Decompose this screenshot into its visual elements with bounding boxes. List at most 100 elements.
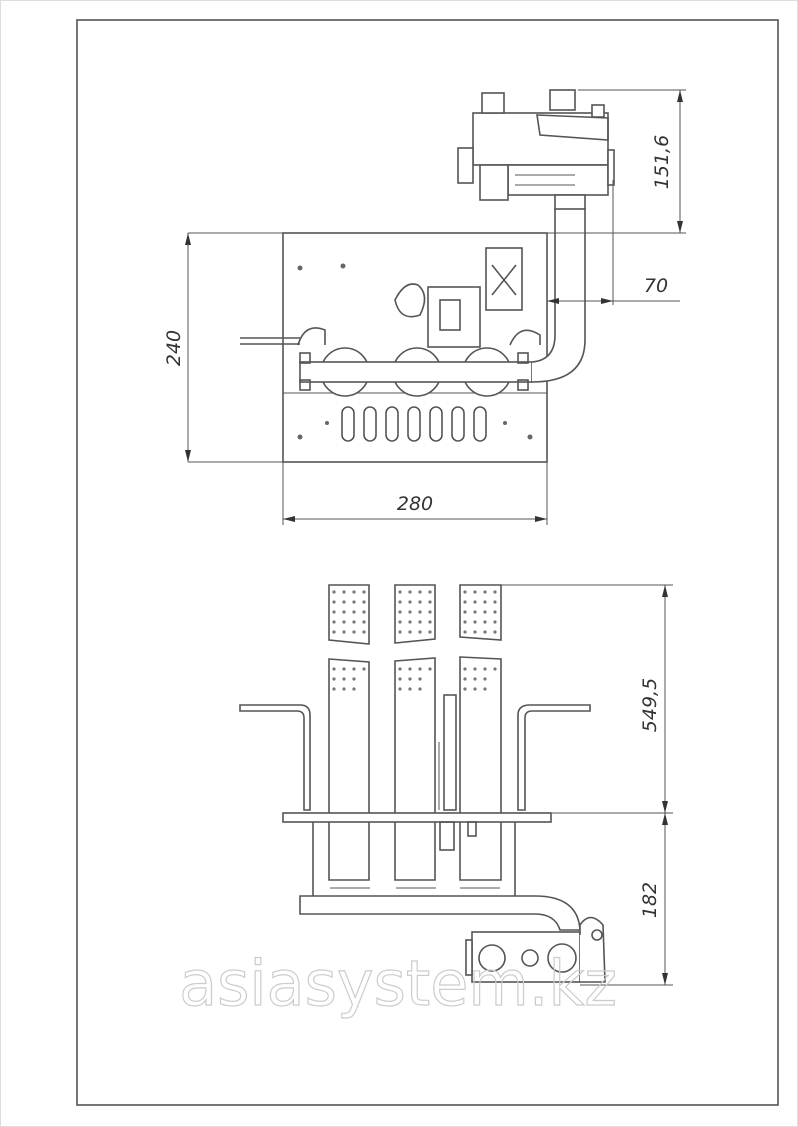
- perforation-hole: [408, 600, 412, 604]
- perforation-hole: [473, 667, 477, 671]
- dim-70: 70: [644, 275, 668, 297]
- perforation-hole: [493, 667, 497, 671]
- perforation-hole: [463, 687, 467, 691]
- perforation-hole: [483, 677, 487, 681]
- perforation-hole: [332, 600, 336, 604]
- perforation-hole: [493, 590, 497, 594]
- perforation-hole: [418, 590, 422, 594]
- perforation-hole: [398, 630, 402, 634]
- dim-280: 280: [397, 493, 433, 515]
- left-handle: [239, 704, 311, 811]
- perforation-hole: [418, 610, 422, 614]
- perforation-hole: [473, 630, 477, 634]
- perforation-hole: [362, 590, 366, 594]
- perforation-hole: [473, 610, 477, 614]
- perforation-hole: [332, 590, 336, 594]
- perforation-hole: [362, 600, 366, 604]
- control-knob: [549, 89, 576, 111]
- perforation-hole: [418, 687, 422, 691]
- perforation-hole: [342, 667, 346, 671]
- perforation-hole: [473, 590, 477, 594]
- pilot-burner: [443, 694, 457, 811]
- perforation-hole: [342, 630, 346, 634]
- gas-valve: [457, 89, 615, 210]
- perforation-hole: [473, 600, 477, 604]
- perforation-hole: [398, 620, 402, 624]
- perforation-hole: [408, 590, 412, 594]
- perforation-hole: [352, 590, 356, 594]
- perforation-hole: [342, 610, 346, 614]
- perforation-hole: [418, 667, 422, 671]
- perforation-hole: [493, 610, 497, 614]
- perforation-hole: [398, 687, 402, 691]
- perforation-hole: [483, 667, 487, 671]
- perforation-hole: [408, 677, 412, 681]
- perforation-hole: [463, 667, 467, 671]
- perforation-hole: [362, 610, 366, 614]
- perforation-hole: [418, 677, 422, 681]
- perforation-hole: [493, 620, 497, 624]
- perforation-hole: [408, 620, 412, 624]
- front-gas-valve: [465, 916, 606, 983]
- perforation-hole: [463, 620, 467, 624]
- perforation-hole: [408, 630, 412, 634]
- perforation-hole: [332, 677, 336, 681]
- perforation-hole: [408, 667, 412, 671]
- perforation-hole: [483, 610, 487, 614]
- perforation-hole: [428, 630, 432, 634]
- drawing-frame: [76, 19, 779, 1106]
- perforation-hole: [398, 600, 402, 604]
- perforation-hole: [473, 620, 477, 624]
- dim-240: 240: [163, 330, 185, 366]
- perforation-hole: [493, 600, 497, 604]
- perforation-hole: [332, 667, 336, 671]
- mounting-plate: [282, 812, 552, 823]
- perforation-hole: [398, 667, 402, 671]
- perforation-hole: [342, 590, 346, 594]
- perforation-hole: [473, 677, 477, 681]
- perforation-hole: [362, 620, 366, 624]
- supply-pipe: [531, 207, 586, 383]
- perforation-hole: [398, 590, 402, 594]
- perforation-hole: [428, 610, 432, 614]
- perforation-hole: [493, 630, 497, 634]
- perforation-hole: [483, 687, 487, 691]
- perforation-hole: [483, 600, 487, 604]
- gas-manifold: [299, 361, 533, 383]
- perforation-hole: [418, 630, 422, 634]
- perforation-hole: [332, 630, 336, 634]
- perforation-hole: [352, 677, 356, 681]
- perforation-hole: [352, 600, 356, 604]
- perforation-hole: [418, 600, 422, 604]
- perforation-hole: [483, 630, 487, 634]
- perforation-hole: [463, 610, 467, 614]
- burner-holes: [332, 590, 497, 691]
- perforation-hole: [352, 610, 356, 614]
- perforation-hole: [332, 687, 336, 691]
- perforation-hole: [332, 610, 336, 614]
- perforation-hole: [463, 590, 467, 594]
- perforation-hole: [463, 677, 467, 681]
- perforation-hole: [342, 620, 346, 624]
- perforation-hole: [352, 667, 356, 671]
- dim-549-5: 549,5: [639, 678, 661, 732]
- watermark: asiasystem.kz: [179, 947, 617, 1020]
- front-view: [239, 584, 606, 983]
- perforation-hole: [398, 610, 402, 614]
- perforation-hole: [398, 677, 402, 681]
- perforation-hole: [362, 630, 366, 634]
- dim-182: 182: [639, 882, 661, 918]
- top-dimensions: 240 280 151,6 70: [163, 89, 686, 525]
- valve-dial: [547, 943, 577, 973]
- pilot-cover: [394, 283, 426, 318]
- dim-151-6: 151,6: [651, 135, 673, 189]
- perforation-hole: [473, 687, 477, 691]
- ignition-bracket: [427, 286, 481, 348]
- perforation-hole: [332, 620, 336, 624]
- perforation-hole: [352, 687, 356, 691]
- perforation-hole: [463, 630, 467, 634]
- perforation-hole: [418, 620, 422, 624]
- perforation-hole: [428, 600, 432, 604]
- perforation-hole: [408, 610, 412, 614]
